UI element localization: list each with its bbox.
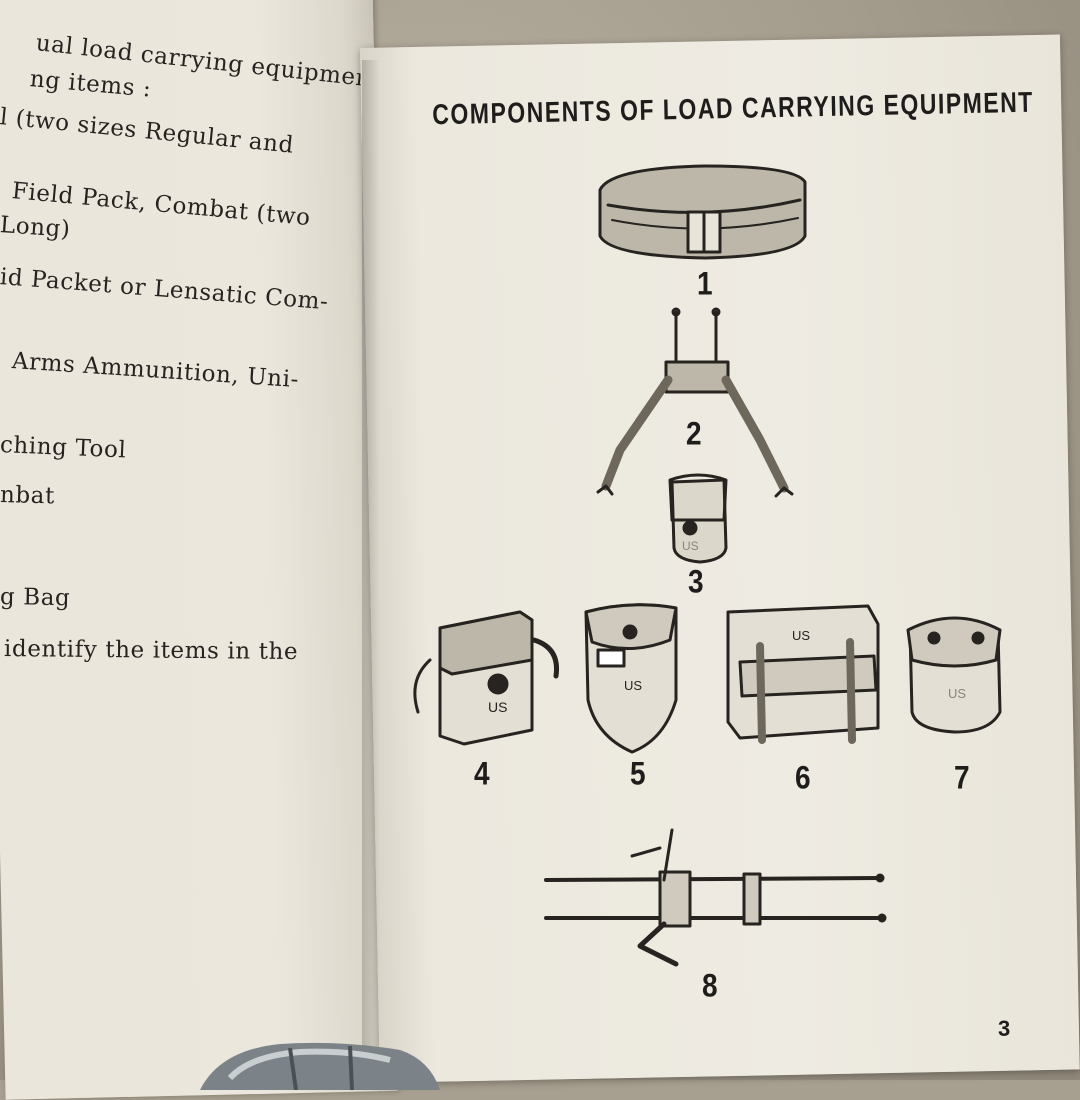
item-number: 4 [474, 755, 490, 792]
suspenders-icon [596, 307, 794, 498]
svg-text:US: US [624, 678, 642, 693]
svg-text:US: US [682, 539, 699, 553]
item-number: 6 [795, 759, 811, 796]
sleeping-bag-carrier-icon [544, 828, 887, 967]
svg-text:US: US [488, 699, 507, 715]
svg-text:US: US [792, 628, 810, 643]
item-number: 8 [702, 967, 718, 1004]
item-number: 2 [686, 415, 702, 452]
ammo-case-icon: US [413, 610, 560, 746]
canteen-cover-icon: US [906, 616, 1002, 734]
metal-buckle-icon [200, 1042, 440, 1090]
field-pack-icon: US [726, 604, 880, 744]
book-spine-shadow [362, 60, 380, 1090]
page-number: 3 [998, 1016, 1011, 1041]
belt-icon [598, 164, 807, 260]
item-number: 7 [954, 759, 970, 796]
item-number: 5 [630, 755, 646, 792]
svg-text:US: US [948, 686, 966, 701]
small-pouch-icon: US [668, 473, 728, 564]
item-number: 1 [697, 265, 713, 302]
item-number: 3 [688, 563, 704, 600]
tool-carrier-icon: US [584, 603, 678, 754]
